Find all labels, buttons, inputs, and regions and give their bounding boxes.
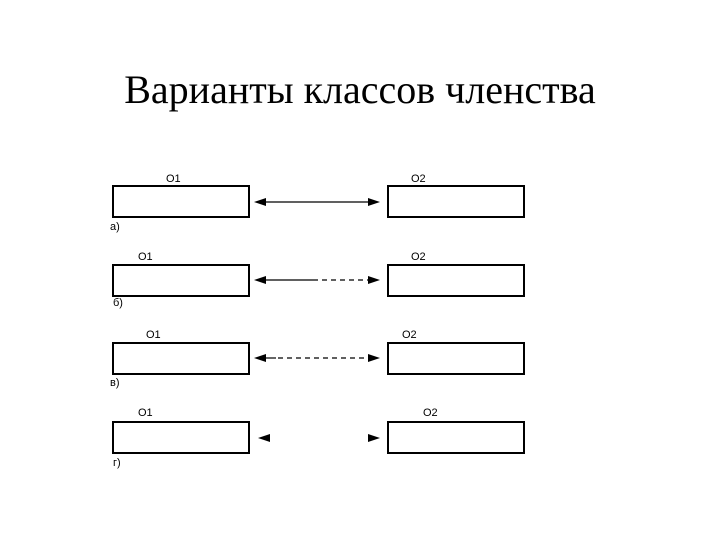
object-o2-label: O2 (411, 251, 426, 263)
variant-label: в) (110, 377, 120, 389)
arrow-right-icon (368, 434, 380, 442)
arrow-left-icon (254, 276, 266, 284)
object-o1-label: O1 (166, 173, 181, 185)
row-d: O1 O2 г) (112, 407, 525, 469)
object-o1-box (112, 342, 250, 375)
object-o2-box (387, 421, 525, 454)
arrow-right-icon (368, 276, 380, 284)
object-o1-label: O1 (138, 251, 153, 263)
object-o2-label: O2 (402, 329, 417, 341)
variant-label: а) (110, 221, 120, 233)
arrow-right-icon (368, 354, 380, 362)
variant-label: б) (113, 297, 123, 309)
object-o2-label: O2 (411, 173, 426, 185)
object-o2-box (387, 264, 525, 297)
arrow-left-icon (258, 434, 270, 442)
slide-title: Варианты классов членства (124, 67, 596, 112)
arrow-left-icon (254, 354, 266, 362)
object-o2-box (387, 342, 525, 375)
arrow-left-icon (254, 198, 266, 206)
row-b: O1 O2 б) (112, 251, 525, 309)
row-c: O1 O2 в) (110, 329, 525, 389)
object-o2-label: O2 (423, 407, 438, 419)
object-o1-label: O1 (146, 329, 161, 341)
row-a: O1 O2 а) (110, 173, 525, 233)
object-o1-box (112, 421, 250, 454)
object-o1-box (112, 185, 250, 218)
object-o2-box (387, 185, 525, 218)
variant-label: г) (113, 457, 121, 469)
arrow-right-icon (368, 198, 380, 206)
object-o1-label: O1 (138, 407, 153, 419)
object-o1-box (112, 264, 250, 297)
